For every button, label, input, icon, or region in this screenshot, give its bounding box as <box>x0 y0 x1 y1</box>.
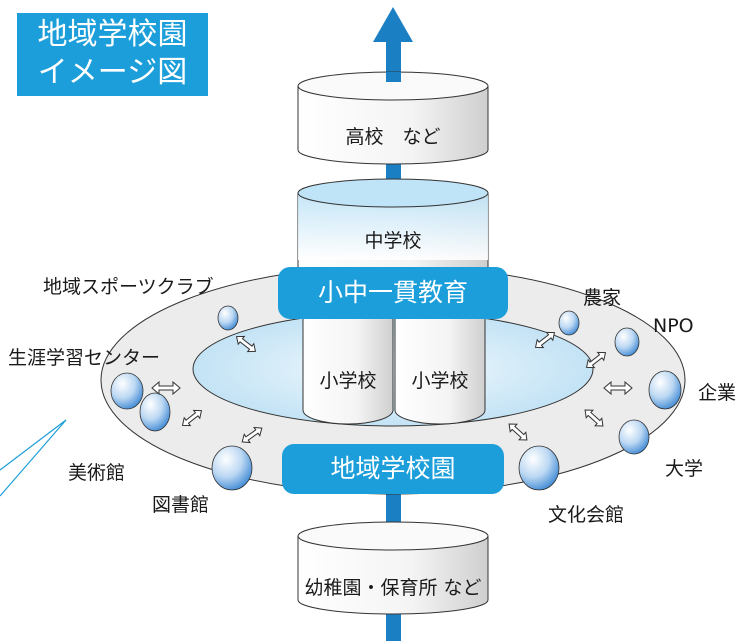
elementary-left-label: 小学校 <box>319 370 377 392</box>
farmer-label: 農家 <box>583 287 622 309</box>
sports-club-label: 地域スポーツクラブ <box>43 276 214 298</box>
sphere-npo <box>614 327 640 357</box>
sphere-lifelong-center <box>110 372 144 410</box>
school-area-banner: 地域学校園 <box>282 444 504 494</box>
company-label: 企業 <box>698 382 737 404</box>
diagram-title: 地域学校園 イメージ図 <box>17 13 208 96</box>
title-line-1: 地域学校園 <box>37 17 188 52</box>
title-line-2: イメージ図 <box>37 55 188 90</box>
sphere-cultural-hall <box>518 445 560 491</box>
kindergarten-label: 幼稚園・保育所 など <box>304 577 482 599</box>
lifelong-center-label: 生涯学習センター <box>8 347 161 369</box>
elementary-cylinders <box>302 309 486 425</box>
link-arrows <box>151 331 633 444</box>
callout-pointer <box>0 419 67 497</box>
sphere-farmer <box>558 310 580 336</box>
high-school-label: 高校 など <box>345 126 441 148</box>
cultural-hall-label: 文化会館 <box>548 504 625 526</box>
sphere-company <box>648 370 682 410</box>
high-school-cylinder <box>297 71 489 165</box>
kindergarten-cylinder <box>297 521 489 615</box>
sphere-art-museum <box>139 392 171 432</box>
junior-high-label: 中学校 <box>364 230 422 252</box>
library-label: 図書館 <box>152 494 210 516</box>
partner-spheres <box>110 305 682 491</box>
art-museum-label: 美術館 <box>68 462 126 484</box>
npo-label: NPO <box>653 315 694 337</box>
sphere-library <box>211 445 253 491</box>
sphere-university <box>618 419 650 455</box>
university-label: 大学 <box>665 458 704 480</box>
integrated-education-banner: 小中一貫教育 <box>278 267 508 319</box>
elementary-right-label: 小学校 <box>411 370 469 392</box>
sphere-sports-club <box>217 305 239 331</box>
